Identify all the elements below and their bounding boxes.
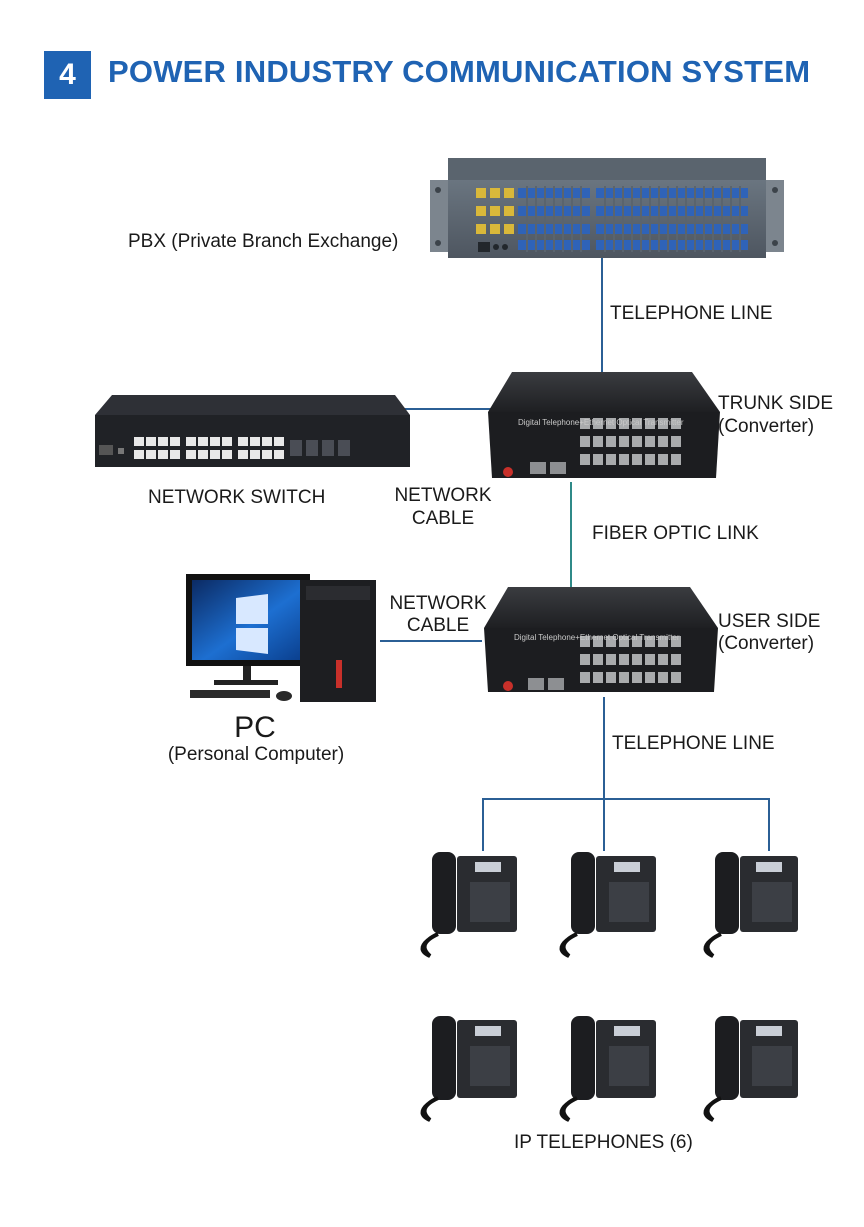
network-cable-switch-to-trunk xyxy=(398,408,502,410)
pc-device xyxy=(186,574,376,702)
trunk-converter-panel-text: Digital Telephone+Ethernet Optical Trans… xyxy=(518,418,684,427)
user-side-label: USER SIDE xyxy=(718,611,821,632)
network-switch-label: NETWORK SWITCH xyxy=(148,487,326,508)
trunk-side-sublabel: (Converter) xyxy=(718,416,815,437)
section-number-badge: 4 xyxy=(44,51,91,99)
network-cable-top-sublabel: CABLE xyxy=(411,508,475,529)
network-cable-mid-label: NETWORK xyxy=(389,593,487,614)
telephone-line-pbx-to-trunk xyxy=(601,257,603,372)
ip-telephones-label: IP TELEPHONES (6) xyxy=(514,1132,693,1153)
pc-sublabel: (Personal Computer) xyxy=(167,744,345,765)
ip-telephone-2 xyxy=(559,852,656,958)
user-side-sublabel: (Converter) xyxy=(718,633,815,654)
ip-telephone-5 xyxy=(559,1016,656,1122)
telephone-drop-left xyxy=(482,798,484,851)
pbx-label: PBX (Private Branch Exchange) xyxy=(128,231,399,252)
fiber-optic-line xyxy=(570,482,572,587)
ip-telephone-3 xyxy=(703,852,798,958)
ip-telephones-group xyxy=(420,852,798,1122)
network-cable-top-label: NETWORK xyxy=(394,485,492,506)
ip-telephone-4 xyxy=(420,1016,517,1122)
ip-telephone-6 xyxy=(703,1016,798,1122)
page-title: POWER INDUSTRY COMMUNICATION SYSTEM xyxy=(108,54,811,89)
pbx-rack-device xyxy=(430,158,784,258)
pc-label: PC xyxy=(234,711,276,744)
network-switch-device xyxy=(95,395,410,467)
user-side-converter-device xyxy=(484,587,718,692)
trunk-side-label: TRUNK SIDE xyxy=(718,393,834,414)
telephone-drop-middle xyxy=(603,798,605,851)
fiber-optic-link-label: FIBER OPTIC LINK xyxy=(592,523,759,544)
telephone-distribution-bar xyxy=(482,798,770,800)
user-converter-panel-text: Digital Telephone+Ethernet Optical Trans… xyxy=(514,633,680,642)
telephone-drop-right xyxy=(768,798,770,851)
telephone-line-top-label: TELEPHONE LINE xyxy=(610,303,773,324)
network-cable-mid-sublabel: CABLE xyxy=(406,615,470,636)
telephone-line-user-trunk xyxy=(603,697,605,799)
telephone-line-bottom-label: TELEPHONE LINE xyxy=(612,733,775,754)
network-cable-pc-to-user xyxy=(380,640,482,642)
trunk-side-converter-device xyxy=(488,372,720,478)
ip-telephone-1 xyxy=(420,852,517,958)
